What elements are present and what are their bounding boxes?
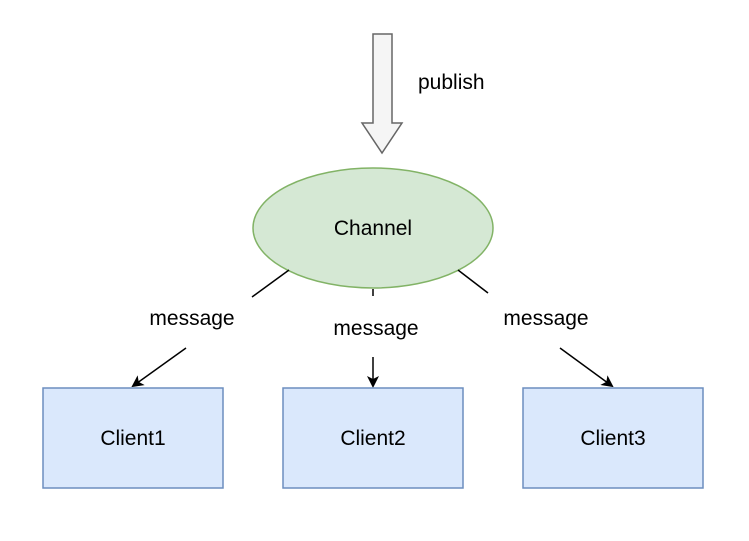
message-label-2: message	[333, 317, 418, 340]
publish-arrow	[360, 33, 404, 155]
client1-label: Client1	[100, 427, 165, 450]
message-label-1: message	[149, 307, 234, 330]
client3-label: Client3	[580, 427, 645, 450]
channel-node	[252, 167, 494, 289]
publish-label: publish	[418, 71, 485, 94]
message-label-3: message	[503, 307, 588, 330]
client3-box	[522, 387, 704, 489]
message-edge-3-upper	[457, 269, 489, 294]
message-edge-1-lower	[131, 347, 187, 388]
message-edge-3-lower	[559, 347, 614, 388]
client1-box	[42, 387, 224, 489]
client2-label: Client2	[340, 427, 405, 450]
channel-label: Channel	[334, 217, 412, 240]
client2-box	[282, 387, 464, 489]
message-edge-1-upper	[251, 269, 290, 298]
